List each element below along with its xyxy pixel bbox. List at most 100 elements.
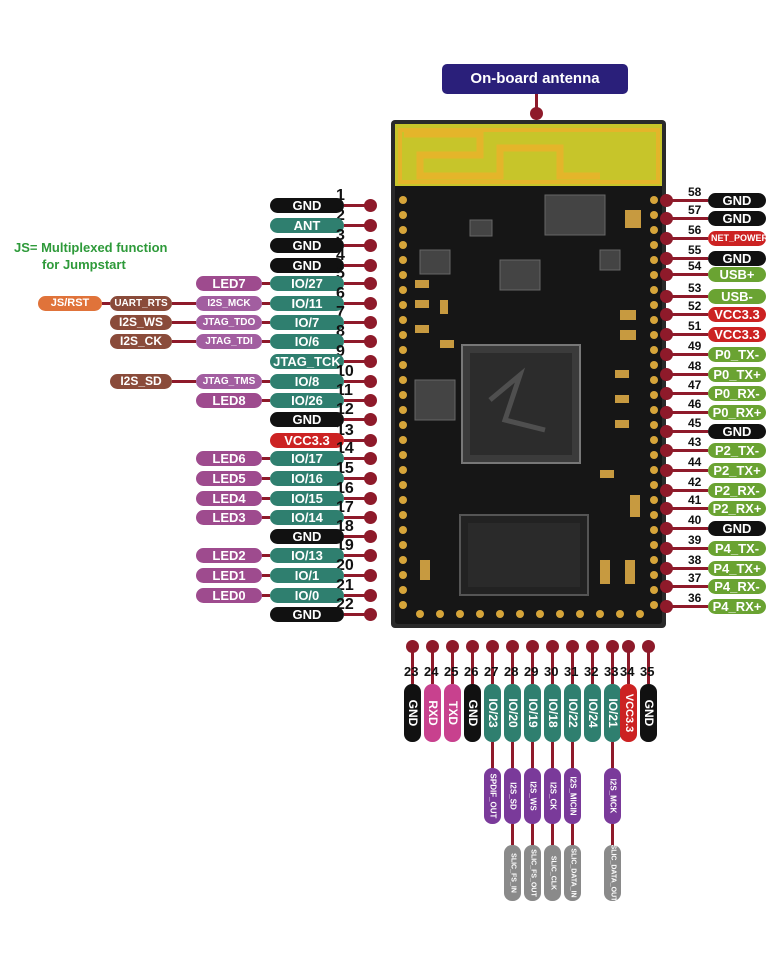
right-tag-p0-tx: P0_TX+ [708,367,766,382]
tag-link [571,742,574,768]
pin-lead [344,224,370,227]
pin-lead [611,650,614,684]
pin-number: 1 [336,187,345,204]
bottom-tag-gnd: GND [464,684,481,742]
pin-pad [546,640,559,653]
bottom-tag-text: I2S_WS [528,781,537,811]
pin-number: 56 [688,223,702,237]
tag-link [172,380,196,383]
pin-pad [364,511,377,524]
pin-pad [660,444,673,457]
bottom-tag-text: IO/23 [485,698,500,728]
left-tag-io-14: IO/14 [270,510,344,525]
tag-link [262,399,270,402]
bottom-tag-text: RXD [425,700,440,726]
left-tag-gnd: GND [270,607,344,622]
pin-number: 28 [504,664,519,679]
left-tag-led6: LED6 [196,451,262,466]
right-tag-gnd: GND [708,424,766,439]
antenna-connector-line [535,94,538,112]
antenna-connector-pad [530,107,543,120]
pin-pad [660,348,673,361]
pin-lead [668,411,708,414]
right-tag-vcc3-3: VCC3.3 [708,307,766,322]
right-tag-p0-tx: P0_TX- [708,347,766,362]
pin-lead [668,237,708,240]
pin-lead [668,353,708,356]
bottom-tag-text: TXD [445,701,460,725]
tag-link [262,321,270,324]
pin-pad [364,259,377,272]
jumpstart-note-line1: JS= Multiplexed function [14,240,168,255]
pin-number: 35 [640,664,655,679]
pin-number: 49 [688,339,702,353]
right-tag-p2-rx: P2_RX- [708,483,766,498]
pin-lead [668,217,708,220]
bottom-tag-slic-clk: SLIC_CLK [544,845,561,901]
bottom-tag-io-23: IO/23 [484,684,501,742]
pin-lead [668,333,708,336]
pin-lead [531,650,534,684]
tag-link [102,302,110,305]
tag-link [571,824,574,845]
right-tag-p4-tx: P4_TX- [708,541,766,556]
pin-number: 4 [336,247,345,264]
tag-link [531,742,534,768]
pin-pad [364,277,377,290]
left-tag-led8: LED8 [196,393,262,408]
pin-number: 52 [688,299,702,313]
pin-lead [668,507,708,510]
pin-pad [660,212,673,225]
left-tag-io-15: IO/15 [270,491,344,506]
tag-link [491,742,494,768]
left-tag-i2s-ws: I2S_WS [110,315,172,330]
pin-number: 36 [688,591,702,605]
left-tag-io-7: IO/7 [270,315,344,330]
bottom-tag-io-20: IO/20 [504,684,521,742]
pin-lead [668,585,708,588]
pin-lead [344,554,370,557]
tag-link [262,340,270,343]
pin-lead [344,264,370,267]
pin-lead [647,650,650,684]
tag-link [611,824,614,845]
bottom-tag-text: IO/21 [605,698,620,728]
left-tag-jtag-tdi: JTAG_TDI [196,334,262,349]
bottom-tag-text: IO/19 [525,698,540,728]
bottom-tag-text: IO/20 [505,698,520,728]
pin-pad [660,252,673,265]
right-tag-usb: USB+ [708,267,766,282]
bottom-tag-text: SLIC_DATA_OUT [609,845,616,901]
left-tag-led1: LED1 [196,568,262,583]
bottom-tag-io-24: IO/24 [584,684,601,742]
pin-lead [668,605,708,608]
pin-pad [526,640,539,653]
pin-number: 42 [688,475,702,489]
pin-lead [344,439,370,442]
pin-pad [364,199,377,212]
pin-lead [551,650,554,684]
pin-pad [426,640,439,653]
pin-pad [660,600,673,613]
tag-link [262,457,270,460]
pin-pad [364,355,377,368]
bottom-tag-text: GND [465,699,480,727]
pin-pad [466,640,479,653]
pin-number: 54 [688,259,702,273]
pin-lead [344,282,370,285]
pin-lead [411,650,414,684]
bottom-tag-rxd: RXD [424,684,441,742]
bottom-tag-text: SLIC_FS_IN [509,853,516,893]
pin-pad [660,502,673,515]
pin-number: 39 [688,533,702,547]
pin-pad [364,434,377,447]
pin-pad [364,530,377,543]
bottom-tag-text: IO/24 [585,698,600,728]
tag-link [511,824,514,845]
pin-pad [364,589,377,602]
tag-link [531,824,534,845]
pin-number: 2 [336,207,345,224]
pin-lead [668,527,708,530]
right-tag-gnd: GND [708,193,766,208]
